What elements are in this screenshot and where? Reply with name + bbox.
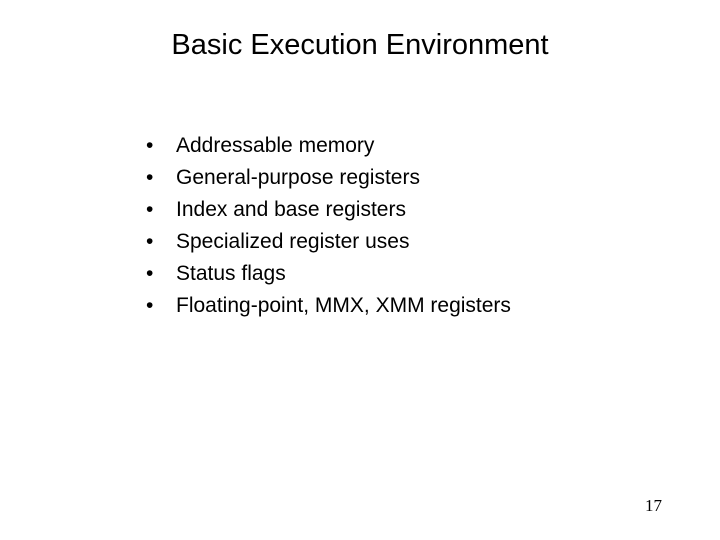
list-item-label: Index and base registers	[176, 198, 406, 221]
list-item: • Index and base registers	[146, 194, 616, 226]
bullet-dot-icon: •	[146, 134, 154, 157]
bullet-list: • Addressable memory • General-purpose r…	[146, 130, 616, 322]
page-number: 17	[645, 496, 662, 515]
list-item: • Addressable memory	[146, 130, 616, 162]
list-item-label: Floating-point, MMX, XMM registers	[176, 294, 511, 317]
bullet-dot-icon: •	[146, 294, 154, 317]
bullet-dot-icon: •	[146, 198, 154, 221]
bullet-dot-icon: •	[146, 262, 154, 285]
list-item: • General-purpose registers	[146, 162, 616, 194]
list-item-label: Addressable memory	[176, 134, 375, 157]
list-item-label: Status flags	[176, 262, 286, 285]
list-item: • Floating-point, MMX, XMM registers	[146, 290, 616, 322]
page-title: Basic Execution Environment	[171, 29, 549, 61]
bullet-dot-icon: •	[146, 166, 154, 189]
list-item: • Status flags	[146, 258, 616, 290]
bullet-dot-icon: •	[146, 230, 154, 253]
list-item-label: General-purpose registers	[176, 166, 420, 189]
list-item-label: Specialized register uses	[176, 230, 410, 253]
list-item: • Specialized register uses	[146, 226, 616, 258]
